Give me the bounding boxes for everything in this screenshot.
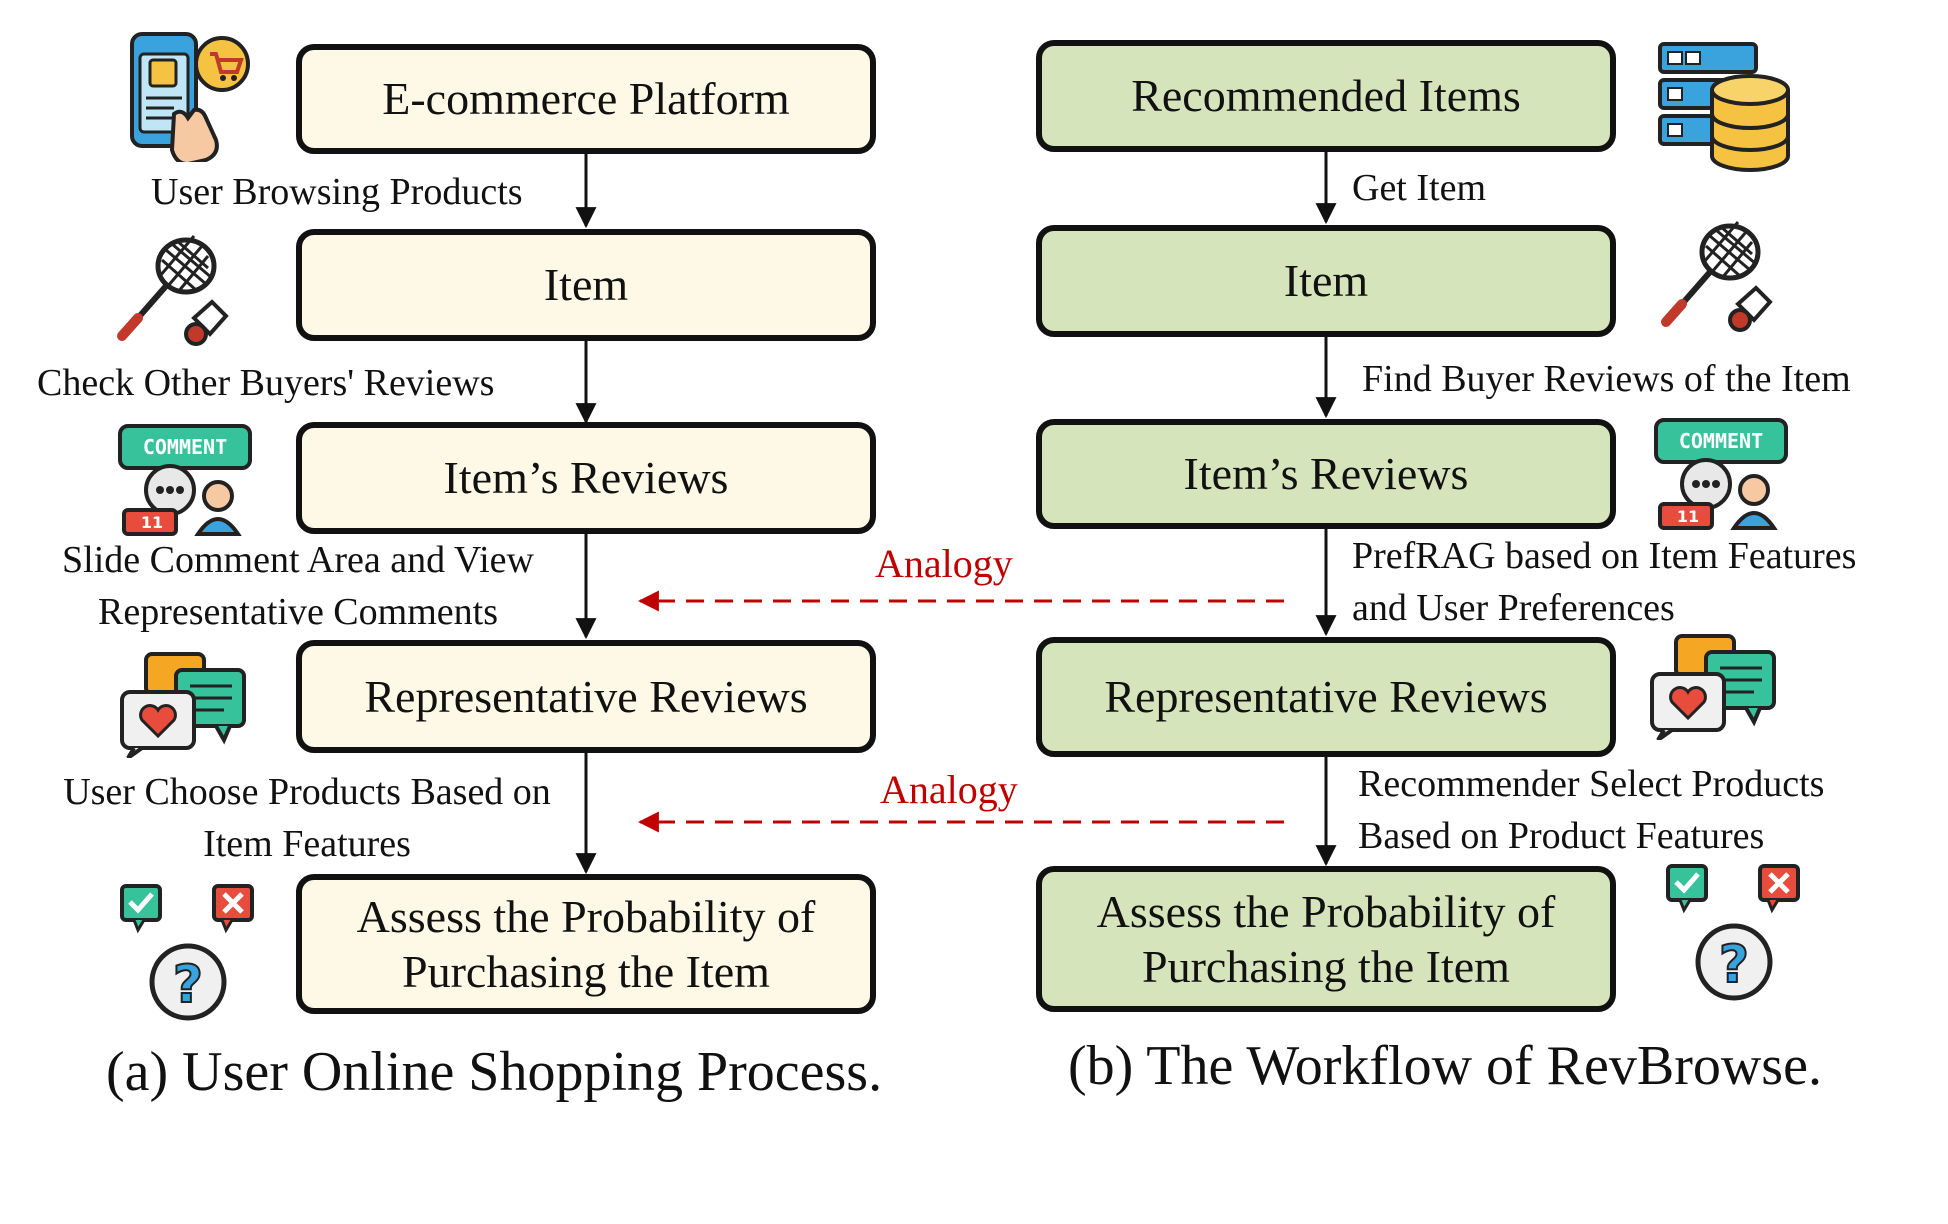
box-item-right: Item xyxy=(1036,225,1616,337)
server-database-icon xyxy=(1658,42,1790,172)
box-assess-probability-left: Assess the Probability of Purchasing the… xyxy=(296,874,876,1014)
comment-badge-text: COMMENT xyxy=(143,435,227,459)
analogy-label-1: Analogy xyxy=(875,541,1013,586)
comment-badge-text: COMMENT xyxy=(1679,429,1763,453)
question-mark-text: ? xyxy=(173,955,203,1015)
label-prefrag: PrefRAG based on Item Features and User … xyxy=(1352,535,1857,630)
box-recommended-items: Recommended Items xyxy=(1036,40,1616,152)
box-items-reviews-right: Item’s Reviews xyxy=(1036,419,1616,529)
decision-question-icon: ? xyxy=(120,884,254,1021)
question-mark-text: ? xyxy=(1719,935,1749,995)
box-representative-reviews-left: Representative Reviews xyxy=(296,640,876,753)
label-get-item: Get Item xyxy=(1352,167,1487,209)
caption-b: (b) The Workflow of RevBrowse. xyxy=(1068,1035,1822,1097)
box-ecommerce-platform: E-commerce Platform xyxy=(296,44,876,154)
box-assess-probability-right: Assess the Probability of Purchasing the… xyxy=(1036,866,1616,1012)
box-item-left: Item xyxy=(296,229,876,341)
chat-heart-icon xyxy=(120,652,246,758)
badminton-racket-icon xyxy=(117,235,229,346)
label-recommender-select: Recommender Select Products Based on Pro… xyxy=(1358,763,1825,858)
chat-heart-icon-right xyxy=(1650,634,1776,740)
phone-shopping-icon xyxy=(130,32,250,162)
comment-icon: COMMENT 11 xyxy=(118,424,252,536)
comment-icon-right: COMMENT 11 xyxy=(1654,418,1788,530)
box-representative-reviews-right: Representative Reviews xyxy=(1036,637,1616,757)
box-items-reviews-left: Item’s Reviews xyxy=(296,422,876,534)
decision-question-icon-right: ? xyxy=(1666,864,1800,1001)
label-user-browsing: User Browsing Products xyxy=(151,171,523,213)
label-user-choose: User Choose Products Based on Item Featu… xyxy=(63,771,551,866)
caption-a: (a) User Online Shopping Process. xyxy=(106,1041,883,1103)
badminton-racket-icon-right xyxy=(1661,221,1773,332)
label-slide-comment: Slide Comment Area and View Representati… xyxy=(62,539,534,634)
label-check-reviews: Check Other Buyers' Reviews xyxy=(37,362,495,404)
counter-text: 11 xyxy=(141,513,163,532)
label-find-reviews: Find Buyer Reviews of the Item xyxy=(1362,358,1851,400)
analogy-label-2: Analogy xyxy=(880,767,1018,812)
counter-text: 11 xyxy=(1677,507,1699,526)
